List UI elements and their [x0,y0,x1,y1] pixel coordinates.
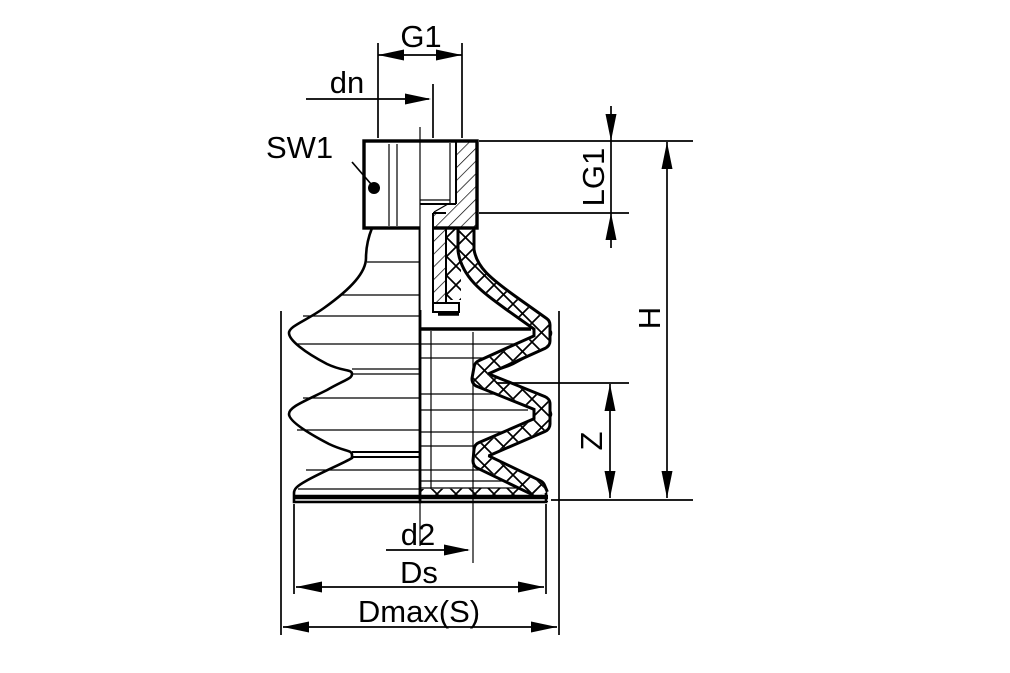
thread-bore [420,143,450,204]
arrowhead [531,621,557,633]
dimension-lg1: LG1 [479,106,693,248]
dimensioning: G1 dn SW1 LG1 [266,19,693,635]
insert-foot [432,302,460,313]
dimension-label-g1: G1 [400,19,441,54]
arrowhead [518,581,544,593]
dimension-h: H [632,142,673,498]
dimension-label-z: Z [574,432,609,451]
dimension-label-lg1: LG1 [576,148,611,207]
right-contour-lines [420,331,531,563]
arrowhead [661,142,673,169]
dimension-g1: G1 [377,19,463,138]
thread-chamfer-line [433,203,449,213]
rubber-section-wall [420,229,552,499]
arrowhead [296,581,322,593]
rubber-wall-crosshatch [459,229,549,498]
bellows-left-exterior [287,226,422,504]
arrowhead [604,384,616,411]
dimension-dn: dn [306,65,434,138]
insert-nipple [420,213,460,316]
dimension-z: Z [496,382,629,498]
dimension-label-h: H [632,307,667,329]
callout-sw1: SW1 [266,130,380,194]
leader-dot [368,182,380,194]
arrowhead [283,621,309,633]
dimension-ds: Ds [293,504,547,594]
arrowhead [605,213,617,240]
nozzle-bore [420,213,433,310]
thread-runout-chamfer [420,204,448,213]
arrowhead [444,544,470,556]
dimension-label-dmax: Dmax(S) [358,594,480,629]
arrowhead [604,471,616,498]
dimension-label-ds: Ds [400,555,438,590]
dimension-label-dn: dn [330,65,364,100]
under-thread-hatch [433,204,456,227]
nut-section-hatch [456,142,477,227]
arrowhead [605,114,617,141]
arrowhead [378,49,404,61]
arrowhead [661,471,673,498]
sealing-edge [294,494,548,503]
dimension-label-d2: d2 [401,517,435,552]
arrowhead [436,49,462,61]
dimension-label-sw1: SW1 [266,130,333,165]
dimension-dmax: Dmax(S) [280,311,560,635]
leader-line [351,161,372,185]
rubber-neck-crosshatch [447,229,461,300]
dimension-d2: d2 [386,517,470,556]
part-views [287,127,553,563]
nipple-wall-hatch [433,228,446,303]
arrowhead [405,93,431,105]
left-contour-lines [296,261,420,490]
